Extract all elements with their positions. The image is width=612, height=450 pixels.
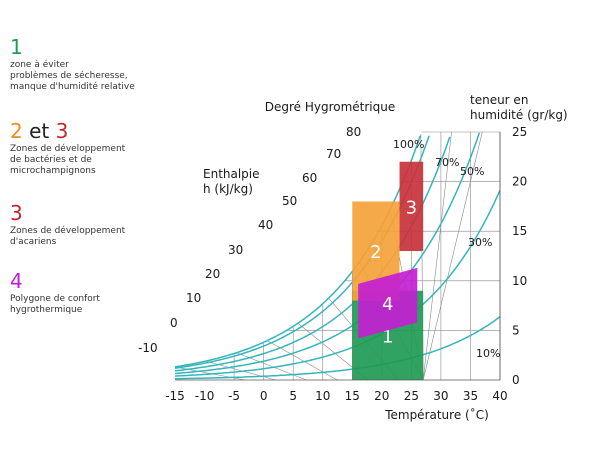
zone-label-3: 3 [406,197,417,218]
legend-text: zone à éviter problèmes de sécheresse, m… [10,60,135,92]
enthalpy-label: 10 [186,291,201,305]
axes [175,132,501,381]
rh-curve [174,132,481,375]
x-tick-label: -15 [165,389,185,403]
enthalpy-label: 40 [258,218,273,232]
legend-item-1: 1 zone à éviter problèmes de sécheresse,… [10,36,145,93]
humidity-tick-label: 0 [512,373,520,387]
enthalpy-label: 30 [228,243,243,257]
legend-text: Polygone de confort hygrothermique [10,294,100,315]
enthalpy-line [422,131,452,381]
enthalpy-label: 60 [302,171,317,185]
x-tick-label: 10 [315,389,330,403]
enthalpy-label: 0 [170,316,178,330]
enthalpy-line [267,340,338,381]
x-tick-label: 20 [374,389,389,403]
legend-number: 2 [10,119,23,143]
rh-curve [174,189,501,377]
enthalpy-title: h (kJ/kg) [203,182,253,196]
legend-number-2: 2 et 3 [10,120,145,142]
x-tick-label: 15 [345,389,360,403]
legend-number-4: 4 [10,270,145,292]
rh-label: 30% [468,236,492,249]
x-tick-label: 5 [289,389,297,403]
enthalpy-title: Enthalpie [203,167,260,181]
rh-label: 100% [393,138,424,151]
rh-curve [174,316,501,380]
rh-label: 70% [435,156,459,169]
humidity-tick-label: 15 [512,224,527,238]
humidity-tick-label: 20 [512,175,527,189]
legend-number-1: 1 [10,36,145,58]
legend-number: 3 [55,119,69,143]
x-tick-label: 25 [404,389,419,403]
rh-title: Degré Hygrométrique [265,100,396,114]
rh-label: 10% [476,347,500,360]
enthalpy-line [422,131,483,381]
humidity-title: humidité (gr/kg) [470,108,568,122]
humidity-tick-label: 5 [512,323,520,337]
enthalpy-label: 80 [346,125,361,139]
legend-number-3: 3 [10,202,145,224]
x-tick-label: -10 [195,389,215,403]
humidity-tick-label: 25 [512,125,527,139]
legend-number: 4 [10,269,23,293]
enthalpy-label: 70 [326,147,341,161]
zone-label-2: 2 [370,242,381,263]
x-tick-label: -5 [228,389,240,403]
legend-item-3: 3 Zones de développement d'acariens [10,202,145,248]
zone-4 [358,267,418,339]
chart-labels: -15 -10 -5 0 5 10 15 20 25 30 35 40 0 5 10 15 20 25 -10 0 10… [138,93,568,422]
enthalpy-line [236,352,307,381]
zone-label-4: 4 [382,294,393,315]
legend-text: Zones de développement d'acariens [10,226,126,247]
enthalpy-label: 20 [205,267,220,281]
x-tick-label: 30 [433,389,448,403]
zone-3 [399,161,424,252]
legend-conjunction: et [29,119,50,143]
enthalpy-label: -10 [138,341,158,355]
legend-number: 1 [10,35,23,59]
legend-number: 3 [10,201,23,225]
legend-item-2: 2 et 3 Zones de développement de bactéri… [10,120,145,177]
x-axis-title: Température (˚C) [384,407,489,422]
x-tick-label: 35 [463,389,478,403]
enthalpy-label: 50 [282,194,297,208]
legend-item-4: 4 Polygone de confort hygrothermique [10,270,145,316]
rh-label: 50% [460,165,484,178]
x-tick-label: 0 [260,389,268,403]
humidity-title: teneur en [470,93,528,107]
x-tick-label: 40 [492,389,507,403]
comfort-zones: 1 2 3 4 [352,161,424,380]
humidity-tick-label: 10 [512,274,527,288]
legend-text: Zones de développement de bactéries et d… [10,144,126,176]
zone-label-1: 1 [382,326,393,347]
